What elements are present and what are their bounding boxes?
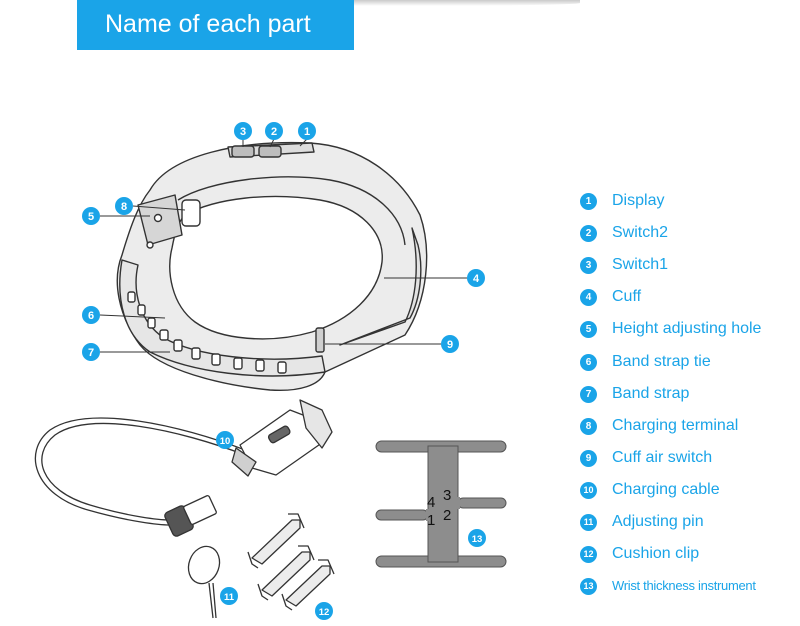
legend-number: 5	[580, 321, 597, 338]
svg-text:2: 2	[271, 126, 277, 138]
svg-text:13: 13	[472, 534, 483, 545]
callout-badges: 3 2 1 4 5 8 6 7 9 10 11 12 13	[82, 122, 486, 620]
leader-lines	[99, 138, 467, 353]
svg-text:3: 3	[240, 126, 246, 138]
legend-label: Switch1	[612, 256, 669, 273]
adjusting-pin-drawing	[187, 545, 221, 619]
svg-text:12: 12	[319, 607, 330, 618]
legend-label: Charging terminal	[612, 417, 739, 434]
legend-number: 11	[580, 514, 597, 531]
svg-text:11: 11	[224, 592, 235, 603]
callout-badge: 4	[467, 269, 485, 287]
legend-label: Wrist thickness instrument	[612, 578, 756, 593]
title-banner: Name of each part	[77, 0, 354, 50]
legend-number: 12	[580, 546, 597, 563]
legend-number: 9	[580, 450, 597, 467]
callout-badge: 2	[265, 122, 283, 140]
legend-number: 10	[580, 482, 597, 499]
legend-number: 4	[580, 289, 597, 306]
legend-number: 13	[580, 578, 597, 595]
instrument-marks: 4 3 1 2	[427, 487, 451, 529]
legend-number: 8	[580, 418, 597, 435]
callout-badge: 8	[115, 197, 133, 215]
legend-label: Band strap tie	[612, 353, 711, 370]
page-title: Name of each part	[105, 10, 311, 38]
svg-text:5: 5	[88, 211, 94, 223]
svg-text:1: 1	[304, 126, 310, 138]
svg-text:10: 10	[220, 436, 231, 447]
callout-badge: 13	[468, 529, 486, 547]
callout-badge: 6	[82, 306, 100, 324]
legend-label: Height adjusting hole	[612, 320, 762, 337]
callout-badge: 9	[441, 335, 459, 353]
legend-label: Cuff	[612, 288, 642, 305]
legend-number: 1	[580, 193, 597, 210]
instrument-mark: 4	[427, 494, 435, 511]
callout-badge: 1	[298, 122, 316, 140]
svg-text:8: 8	[121, 201, 127, 213]
wrist-thickness-instrument	[375, 440, 507, 568]
svg-text:9: 9	[447, 339, 453, 351]
header-shadow	[200, 0, 580, 6]
legend-label: Adjusting pin	[612, 513, 704, 530]
instrument-mark: 2	[443, 507, 451, 524]
legend-label: Cushion clip	[612, 545, 700, 562]
callout-badge: 3	[234, 122, 252, 140]
legend-number: 6	[580, 354, 597, 371]
callout-badge: 10	[216, 431, 234, 449]
callout-badge: 7	[82, 343, 100, 361]
callout-badge: 11	[220, 587, 238, 605]
svg-text:6: 6	[88, 310, 94, 322]
legend-label: Charging cable	[612, 481, 720, 498]
legend-label: Switch2	[612, 224, 669, 241]
instrument-mark: 3	[443, 487, 451, 504]
legend-label: Cuff air switch	[612, 449, 713, 466]
legend-label: Display	[612, 192, 665, 209]
svg-text:4: 4	[473, 273, 480, 285]
wrist-band-device	[116, 141, 428, 392]
legend-number: 7	[580, 386, 597, 403]
svg-text:7: 7	[88, 347, 94, 359]
callout-badge: 12	[315, 602, 333, 620]
cushion-clips-drawing	[247, 513, 335, 611]
legend-label: Band strap	[612, 385, 690, 402]
legend-number: 2	[580, 225, 597, 242]
legend-number: 3	[580, 257, 597, 274]
instrument-mark: 1	[427, 512, 435, 529]
callout-badge: 5	[82, 207, 100, 225]
charging-cable-drawing	[34, 399, 333, 537]
